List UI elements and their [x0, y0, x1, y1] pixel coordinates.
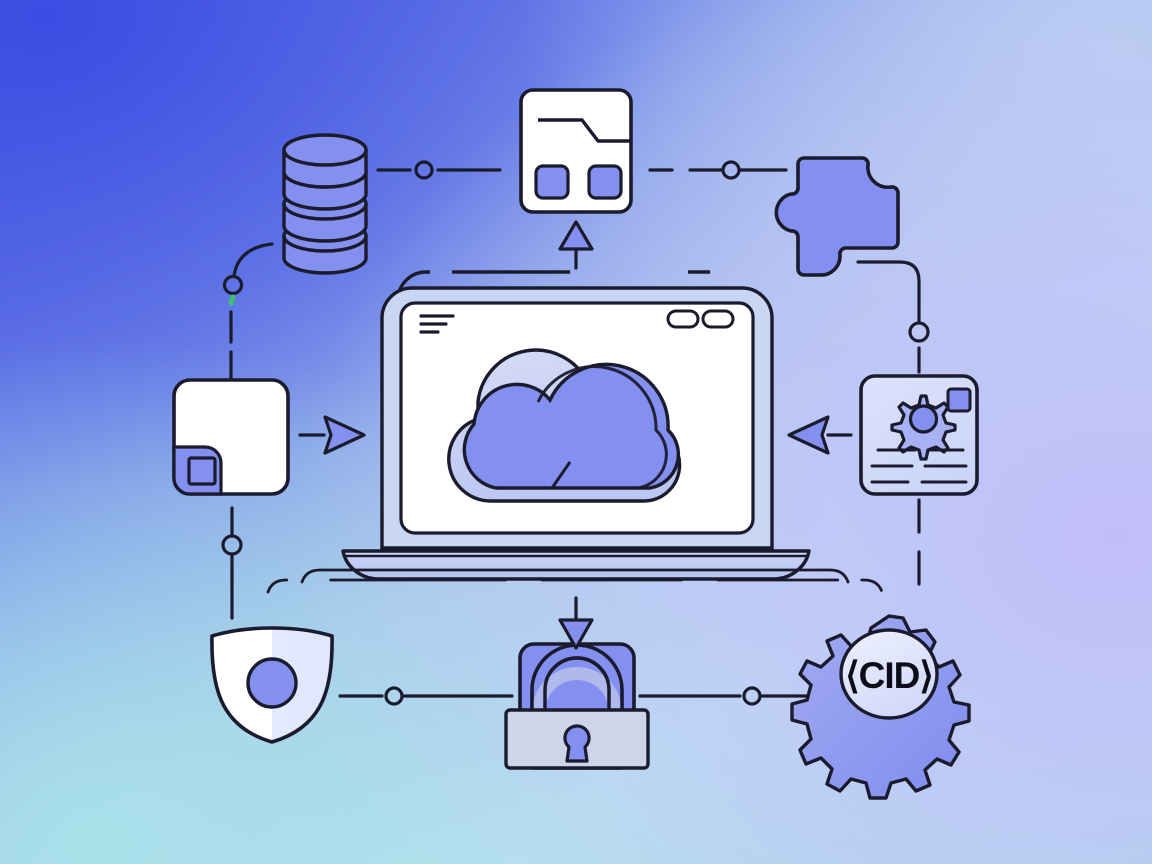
connector-node-dot — [721, 160, 741, 180]
connector-accent-tick — [228, 294, 236, 306]
arrow-down-icon — [558, 596, 594, 650]
connector-node-dot — [742, 686, 762, 706]
padlock-keyhole — [563, 724, 591, 763]
window-pill-icon[interactable] — [666, 309, 700, 329]
form-card-badge-square — [187, 456, 217, 486]
connector-node-dot — [908, 321, 930, 343]
cloud-front-layer — [462, 362, 681, 490]
connector-node-dot — [384, 686, 404, 706]
cloud-inner-arc — [536, 365, 668, 490]
settings-document-icon[interactable] — [859, 374, 979, 496]
connector-node-dot — [414, 160, 434, 180]
cicd-label: ⟨CID⟩ — [845, 655, 933, 696]
arrow-layer — [298, 220, 853, 650]
settings-card-text-lines — [870, 448, 968, 484]
arrow-right-icon — [298, 415, 366, 455]
cicd-gear-icon[interactable]: ⟨CID⟩ — [790, 614, 971, 800]
shield-icon[interactable] — [210, 626, 334, 744]
dashboard-panel-icon[interactable] — [519, 88, 633, 214]
dashboard-tile — [587, 164, 623, 200]
puzzle-piece-icon[interactable] — [774, 156, 900, 277]
connector-shield-lock — [338, 686, 514, 706]
connector-dashboard-puzzle — [648, 160, 788, 180]
shield-center-dot — [246, 657, 298, 709]
connector-puzzle-settings — [856, 260, 930, 374]
padlock-icon[interactable] — [504, 642, 650, 770]
cicd-gear-hub — [839, 628, 939, 720]
dashboard-tile — [534, 164, 570, 200]
window-pill-icon[interactable] — [701, 309, 735, 329]
connector-formcard-shield — [221, 506, 243, 620]
cloud-fold-detail — [550, 461, 572, 489]
laptop-shadow-arc — [300, 568, 850, 584]
padlock-shackle-inner — [545, 680, 609, 712]
connector-layer — [221, 160, 930, 706]
connector-database-dashboard — [376, 160, 502, 180]
database-stack-icon[interactable] — [282, 133, 368, 275]
arrow-left-icon — [787, 415, 853, 455]
laptop-shadow-arc-dashed — [266, 578, 884, 594]
gear-hub — [908, 404, 939, 434]
form-card-icon[interactable] — [172, 378, 290, 496]
hamburger-menu-icon[interactable] — [419, 314, 455, 334]
dashboard-chart-line — [538, 118, 631, 143]
settings-card-chip — [946, 387, 972, 413]
arrow-up-icon — [558, 220, 594, 270]
laptop-cloud-icon[interactable] — [266, 270, 884, 594]
connector-database-formcard — [222, 242, 274, 382]
database-top-disc — [282, 133, 368, 167]
connector-node-dot — [222, 274, 244, 296]
gear-icon[interactable] — [890, 394, 957, 461]
